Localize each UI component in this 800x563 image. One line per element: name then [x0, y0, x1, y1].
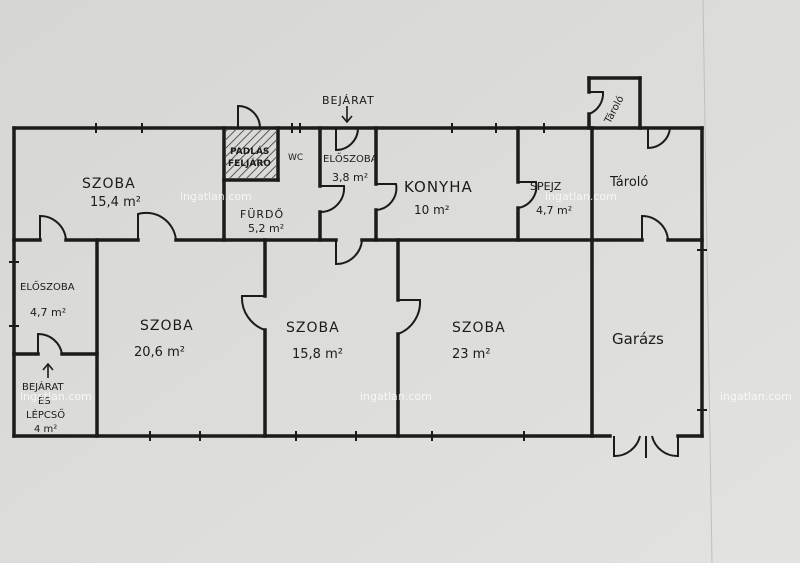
door-spejz — [517, 181, 538, 209]
room-bejarat-line2: ÉS — [38, 394, 51, 407]
doors — [37, 91, 679, 458]
paper-fold — [702, 0, 713, 563]
door-annex — [588, 91, 605, 115]
watermark: ingatlan.com — [180, 190, 252, 203]
padlas-hatch — [226, 130, 276, 178]
room-szoba3-name: SZOBA — [286, 320, 340, 336]
window-ticks — [9, 123, 707, 441]
door-lepcso — [37, 332, 63, 355]
room-eloszoba-top-area: 3,8 m² — [332, 171, 368, 184]
room-eloszoba-left-area: 4,7 m² — [30, 306, 66, 319]
room-szoba2-area: 20,6 m² — [134, 345, 185, 360]
room-spejz-name: SPEJZ — [530, 180, 562, 193]
room-furdo-name: FÜRDŐ — [240, 207, 284, 221]
door-tarolo-top — [647, 127, 671, 150]
door-furdo — [319, 185, 346, 214]
door-szoba1-b — [137, 211, 177, 241]
room-szoba2-name: SZOBA — [140, 318, 194, 334]
door-padlas — [237, 104, 261, 129]
walls — [12, 76, 704, 438]
room-spejz-area: 4,7 m² — [536, 204, 572, 217]
room-padlas-line2: FELJÁRÓ — [228, 157, 271, 169]
room-bejarat-line1: BEJÁRAT — [22, 380, 64, 393]
room-bejarat-line3: LÉPCSŐ — [26, 407, 65, 421]
door-garage-left — [613, 435, 641, 458]
arrows — [42, 106, 353, 378]
door-garazs — [641, 214, 669, 241]
room-eloszoba-top-name: ELŐSZOBA — [323, 151, 378, 165]
door-szoba3 — [240, 295, 266, 331]
entrance-arrow-left — [42, 362, 54, 378]
door-szoba4 — [397, 299, 422, 335]
watermark: ingatlan.com — [545, 190, 617, 203]
watermark: ingatlan.com — [20, 390, 92, 403]
door-konyha — [375, 183, 398, 211]
room-szoba3-area: 15,8 m² — [292, 347, 343, 362]
room-wc-name: WC — [288, 153, 303, 163]
door-eloszoba-bottom — [335, 239, 363, 266]
entrance-arrow-top — [341, 106, 353, 124]
door-entrance — [335, 127, 359, 152]
room-furdo-area: 5,2 m² — [248, 222, 284, 235]
room-konyha-name: KONYHA — [404, 178, 473, 196]
watermark: ingatlan.com — [360, 390, 432, 403]
room-szoba4-name: SZOBA — [452, 320, 506, 336]
room-bejarat-area: 4 m² — [34, 424, 57, 435]
room-tarolo-name: Tároló — [609, 175, 648, 190]
door-garage-right — [651, 435, 679, 458]
room-szoba1-name: SZOBA — [82, 176, 136, 192]
watermark: ingatlan.com — [720, 390, 792, 403]
room-eloszoba-left-name: ELŐSZOBA — [20, 279, 75, 293]
room-konyha-area: 10 m² — [414, 203, 450, 217]
entrance-label: BEJÁRAT — [322, 94, 375, 107]
room-szoba4-area: 23 m² — [452, 347, 491, 362]
room-garazs-name: Garázs — [612, 330, 664, 348]
door-szoba1-a — [39, 214, 67, 241]
room-szoba1-area: 15,4 m² — [90, 195, 141, 210]
room-padlas-line1: PADLÁS — [230, 145, 269, 157]
